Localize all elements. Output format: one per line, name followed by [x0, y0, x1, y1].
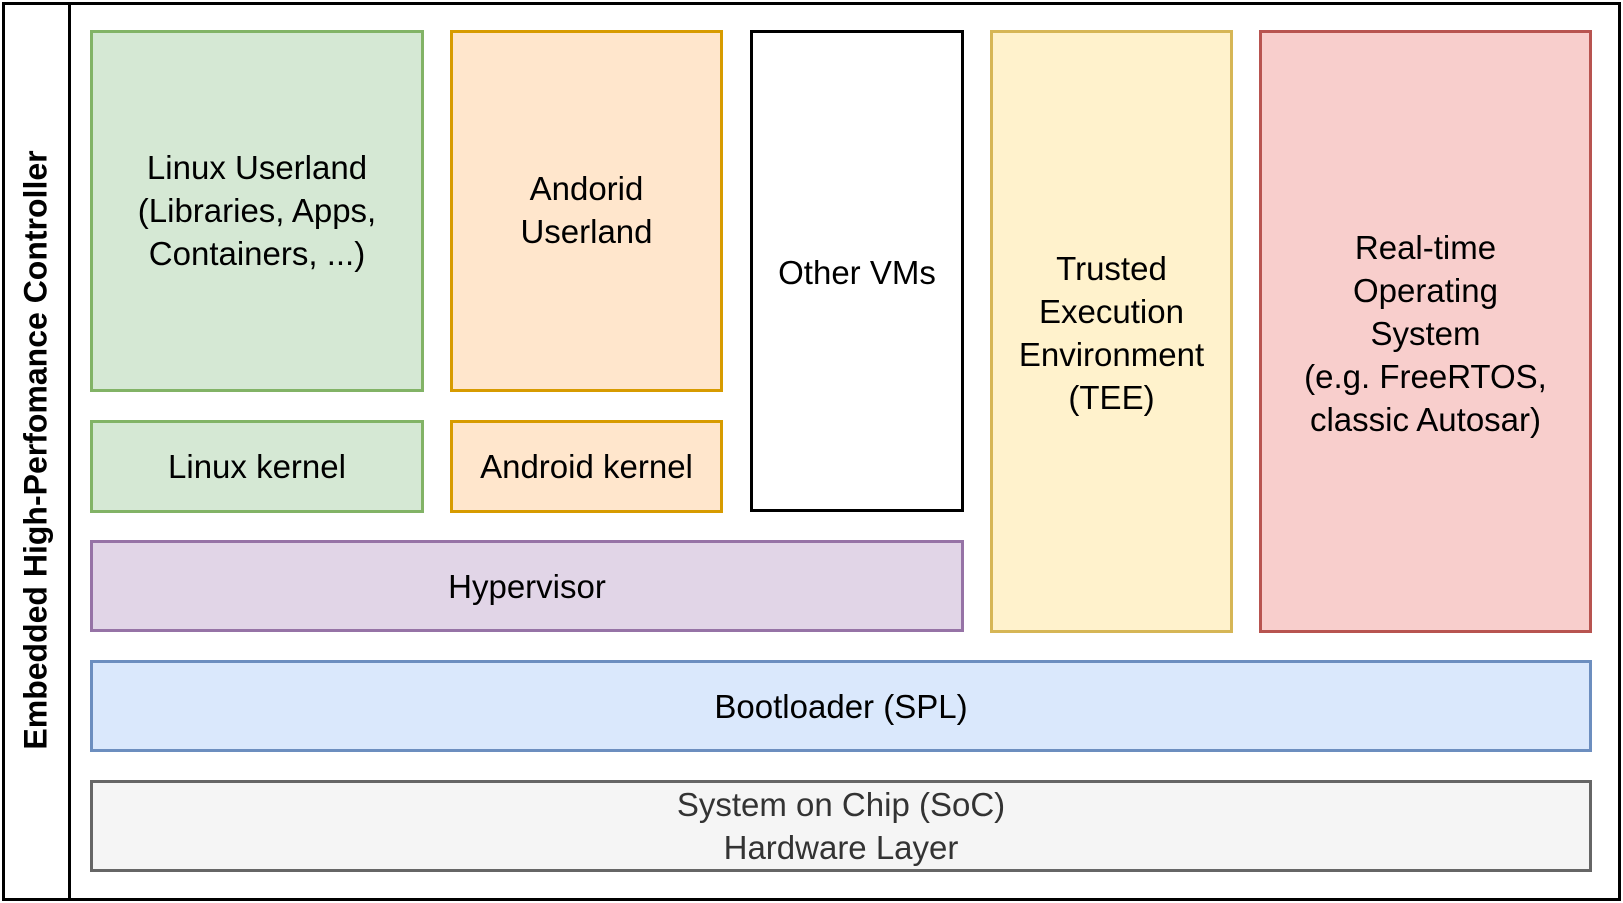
controller-label: Embedded High-Perfomance Controller	[17, 150, 54, 750]
linux-kernel-box: Linux kernel	[90, 420, 424, 513]
soc-hardware-label: System on Chip (SoC) Hardware Layer	[676, 786, 1006, 866]
tee-label: Trusted Execution Environment (TEE)	[1018, 250, 1205, 416]
android-kernel-label: Android kernel	[480, 448, 693, 485]
bootloader-box: Bootloader (SPL)	[90, 660, 1592, 752]
other-vms-box: Other VMs	[750, 30, 964, 512]
linux-kernel-label: Linux kernel	[168, 448, 346, 485]
hypervisor-label: Hypervisor	[448, 567, 606, 605]
rtos-label: Real-time Operating System (e.g. FreeRTO…	[1304, 229, 1547, 438]
other-vms-label: Other VMs	[778, 254, 936, 291]
android-userland-box: Andorid Userland	[450, 30, 723, 392]
bootloader-label: Bootloader (SPL)	[714, 687, 968, 725]
tee-box: Trusted Execution Environment (TEE)	[990, 30, 1233, 633]
android-userland-label: Andorid Userland	[520, 170, 653, 250]
soc-hardware-box: System on Chip (SoC) Hardware Layer	[90, 780, 1592, 872]
side-label-column	[2, 2, 71, 901]
android-kernel-box: Android kernel	[450, 420, 723, 513]
linux-userland-label: Linux Userland (Libraries, Apps, Contain…	[137, 149, 377, 272]
hypervisor-box: Hypervisor	[90, 540, 964, 632]
linux-userland-box: Linux Userland (Libraries, Apps, Contain…	[90, 30, 424, 392]
rtos-box: Real-time Operating System (e.g. FreeRTO…	[1259, 30, 1592, 633]
